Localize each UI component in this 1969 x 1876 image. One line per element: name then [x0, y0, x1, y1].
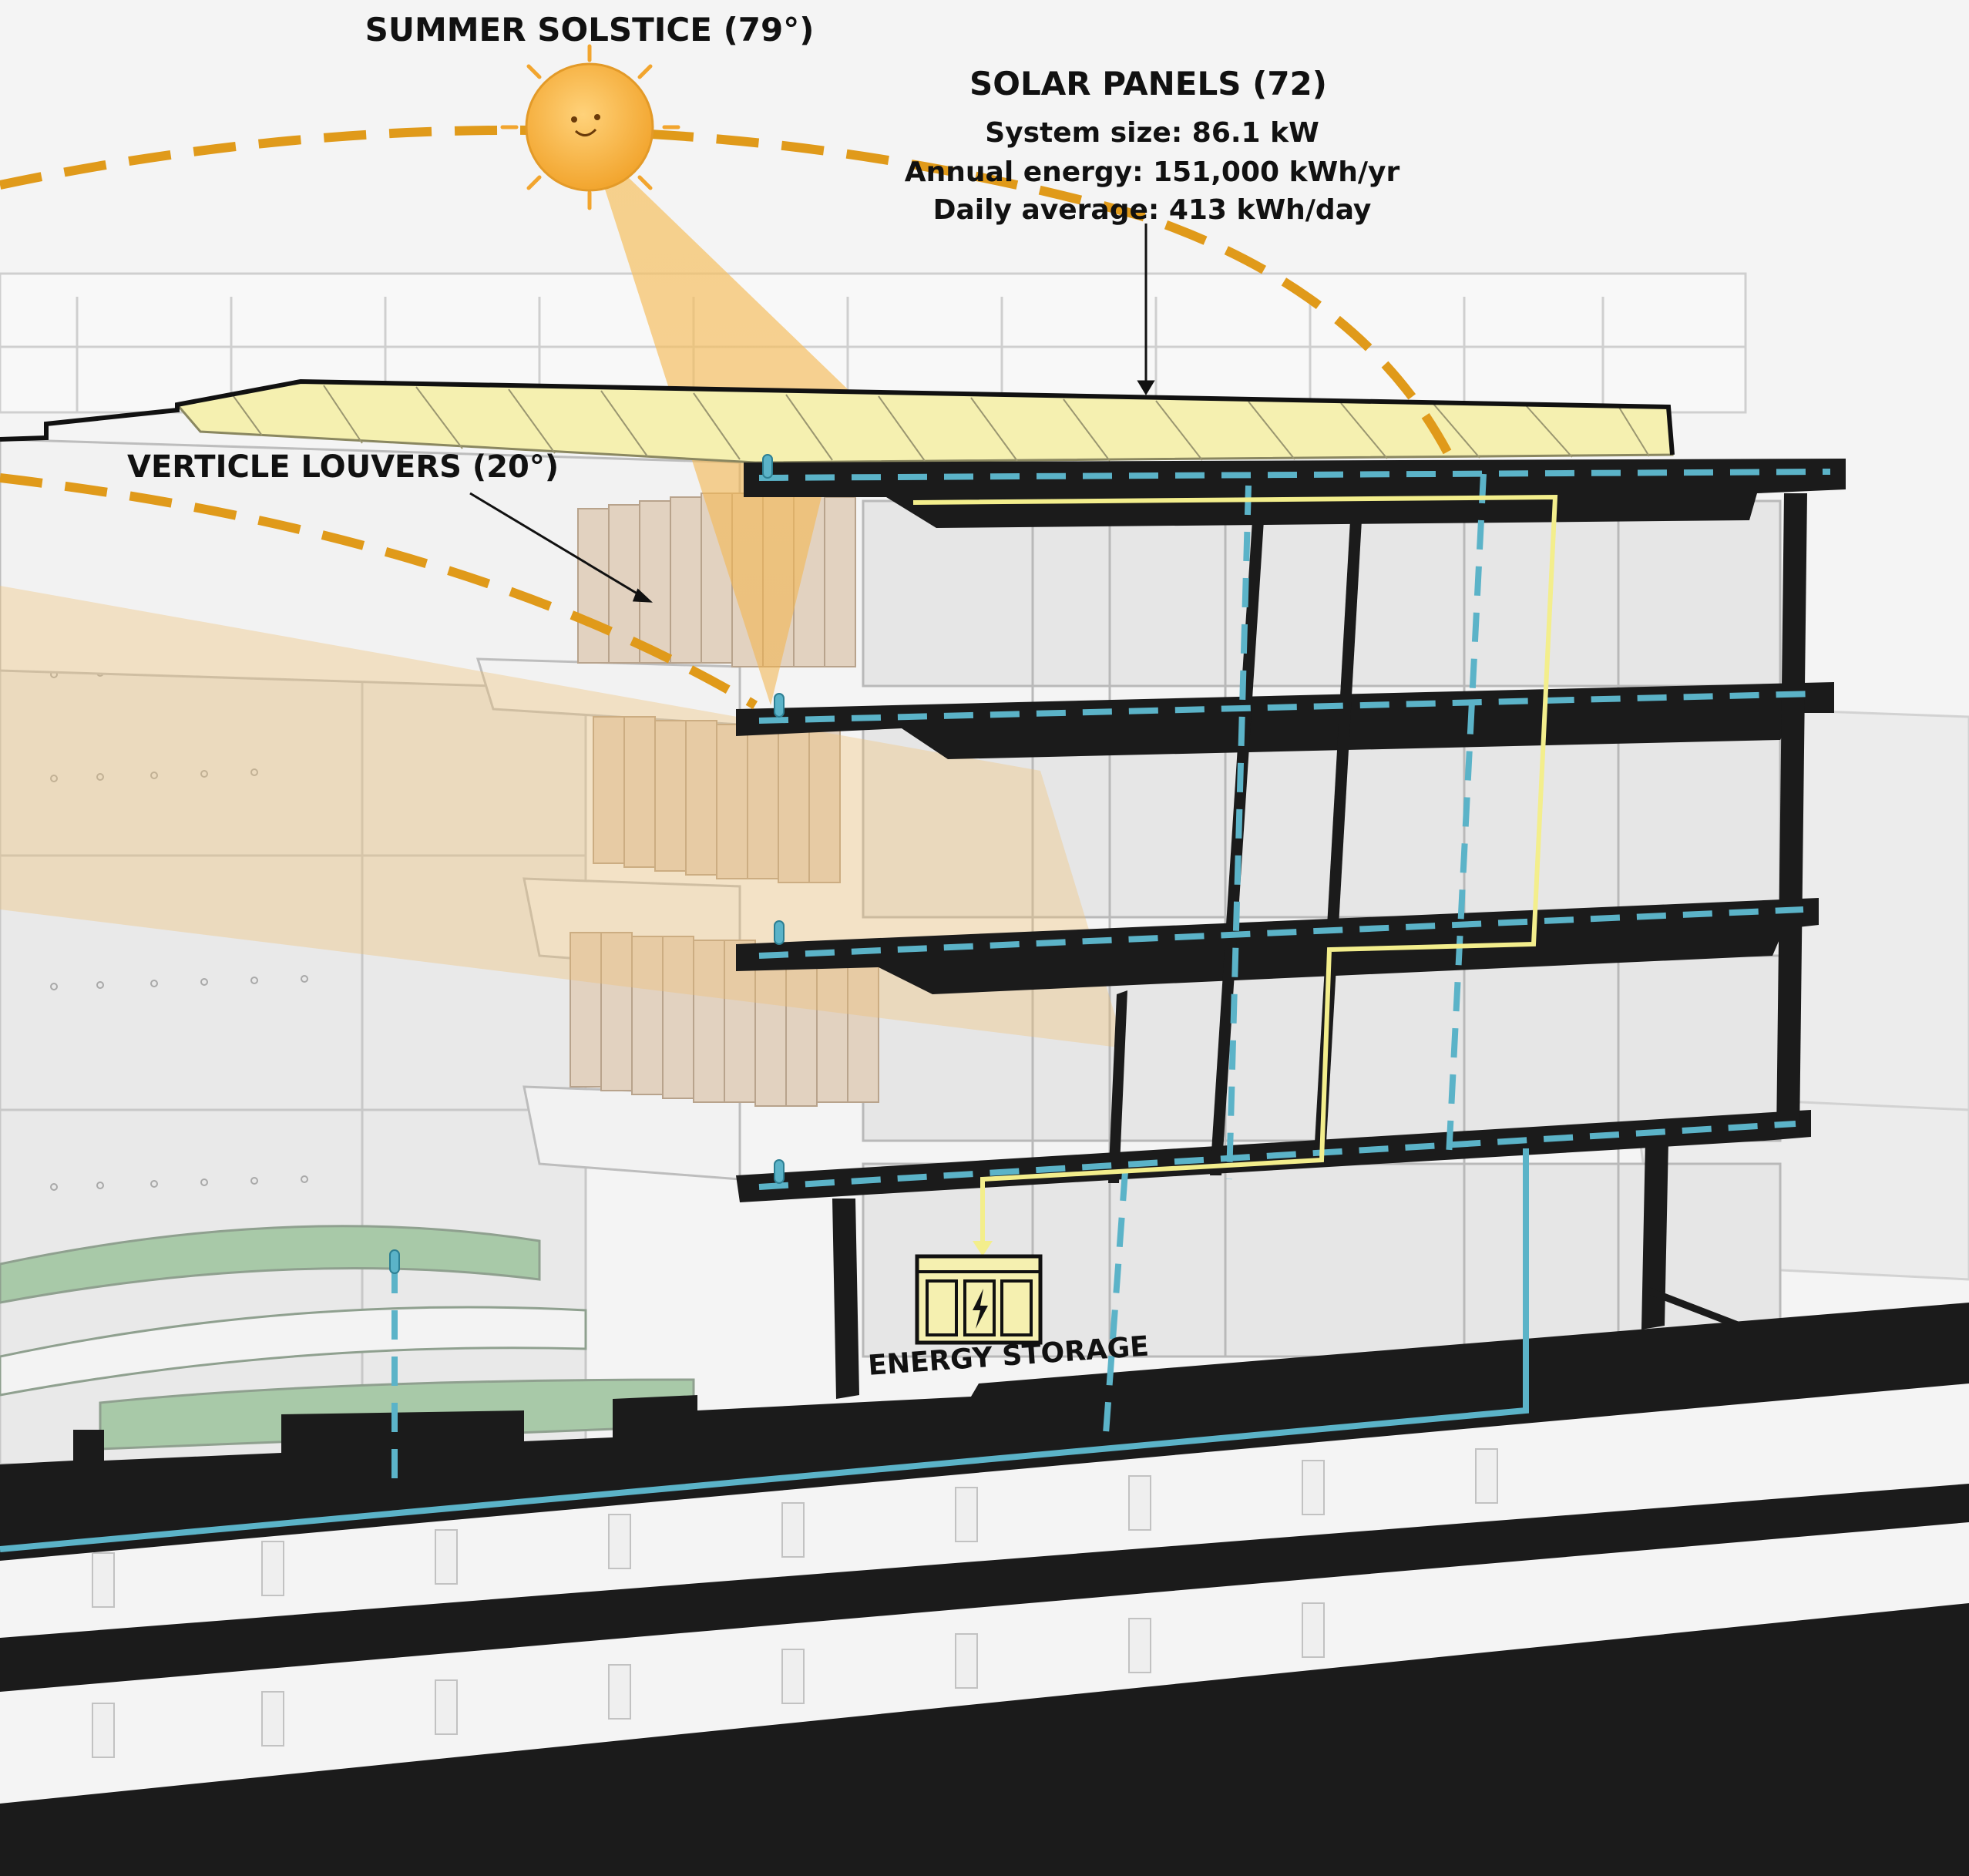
summer-solstice-label: SUMMER SOLSTICE (79°): [365, 11, 815, 49]
daily-average-stat: Daily average: 413 kWh/day: [932, 194, 1372, 226]
system-size-stat: System size: 86.1 kW: [985, 117, 1319, 149]
vertical-louvers-label: VERTICLE LOUVERS (20°): [127, 449, 559, 485]
sun-path-summer: [0, 125, 1461, 472]
sun-path-winter: [0, 473, 758, 710]
lightning-icon: [973, 1289, 988, 1329]
callout-arrows: [469, 224, 1155, 603]
water-taps: [389, 454, 785, 1274]
water-pipes: [391, 469, 1831, 1495]
solar-panels-title: SOLAR PANELS (72): [969, 65, 1327, 103]
power-line: [912, 494, 1558, 1245]
ground-bands: [0, 1303, 1969, 1876]
water-main: [0, 1148, 1529, 1552]
battery-icon: [915, 1254, 1043, 1345]
annual-energy-stat: Annual energy: 151,000 kWh/yr: [904, 156, 1400, 188]
sun-icon: [500, 44, 680, 210]
power-arrow: [973, 1241, 993, 1256]
roof-outline: [0, 378, 1675, 456]
